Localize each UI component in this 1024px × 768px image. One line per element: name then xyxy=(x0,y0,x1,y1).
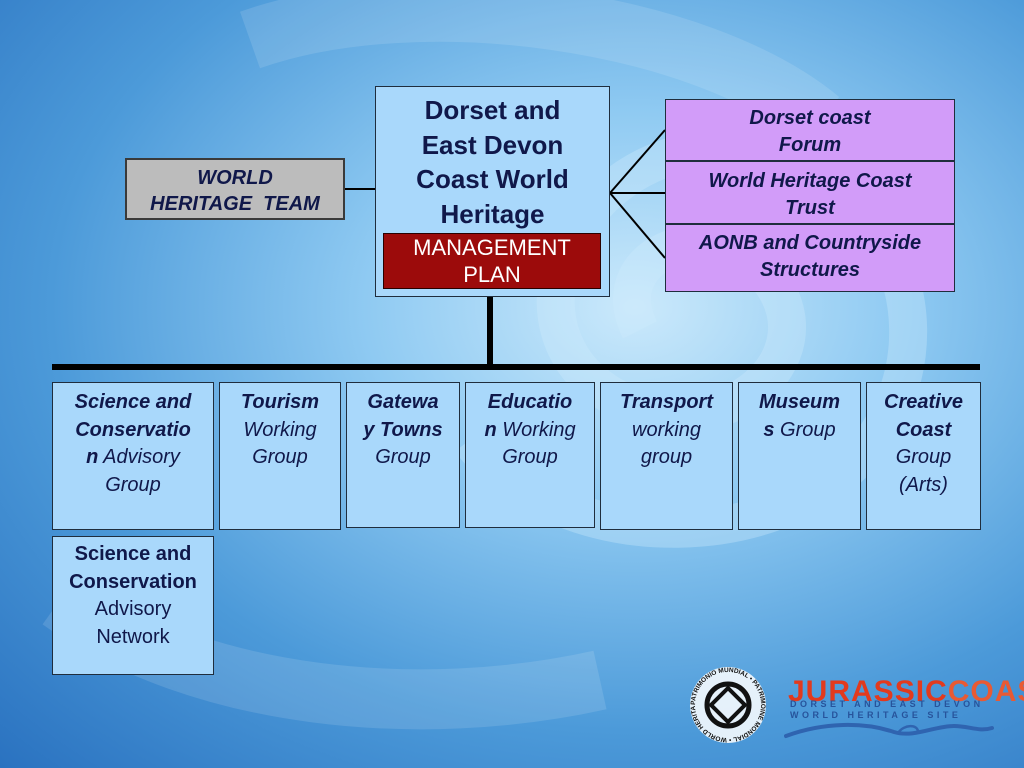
horizontal-bus xyxy=(52,364,980,370)
science-conservation-advisory-network-box: Science and Conservation Advisory Networ… xyxy=(52,536,214,675)
brand-subtitle-1: DORSET AND EAST DEVON xyxy=(790,699,984,709)
vertical-connector xyxy=(487,297,493,367)
dorset-coast-forum-box: Dorset coast Forum xyxy=(665,99,955,161)
education-working-group-box: Educatio n Working Group xyxy=(465,382,595,528)
tourism-working-group-box: Tourism Working Group xyxy=(219,382,341,530)
world-heritage-team-box: WORLD HERITAGE TEAM xyxy=(125,158,345,220)
aonb-countryside-structures-box: AONB and Countryside Structures xyxy=(665,224,955,292)
unesco-world-heritage-emblem: PATRIMONIO MUNDIAL • PATRIMOINE MONDIAL … xyxy=(688,665,766,743)
central-title: Dorset and East Devon Coast World Herita… xyxy=(416,95,569,229)
jurassic-coast-logo: JURASSICCOAST xyxy=(788,675,1024,708)
science-conservation-advisory-group-box: Science and Conservatio n Advisory Group xyxy=(52,382,214,530)
gateway-towns-group-box: Gatewa y Towns Group xyxy=(346,382,460,528)
management-plan-label: MANAGEMENT PLAN xyxy=(383,233,601,289)
management-plan-box: Dorset and East Devon Coast World Herita… xyxy=(375,86,610,297)
creative-coast-group-box: Creative Coast Group (Arts) xyxy=(866,382,981,530)
transport-working-group-box: Transport working group xyxy=(600,382,733,530)
museums-group-box: Museum s Group xyxy=(738,382,861,530)
brand-subtitle-2: WORLD HERITAGE SITE xyxy=(790,710,962,720)
world-heritage-coast-trust-box: World Heritage Coast Trust xyxy=(665,161,955,224)
wave-icon xyxy=(784,722,994,738)
